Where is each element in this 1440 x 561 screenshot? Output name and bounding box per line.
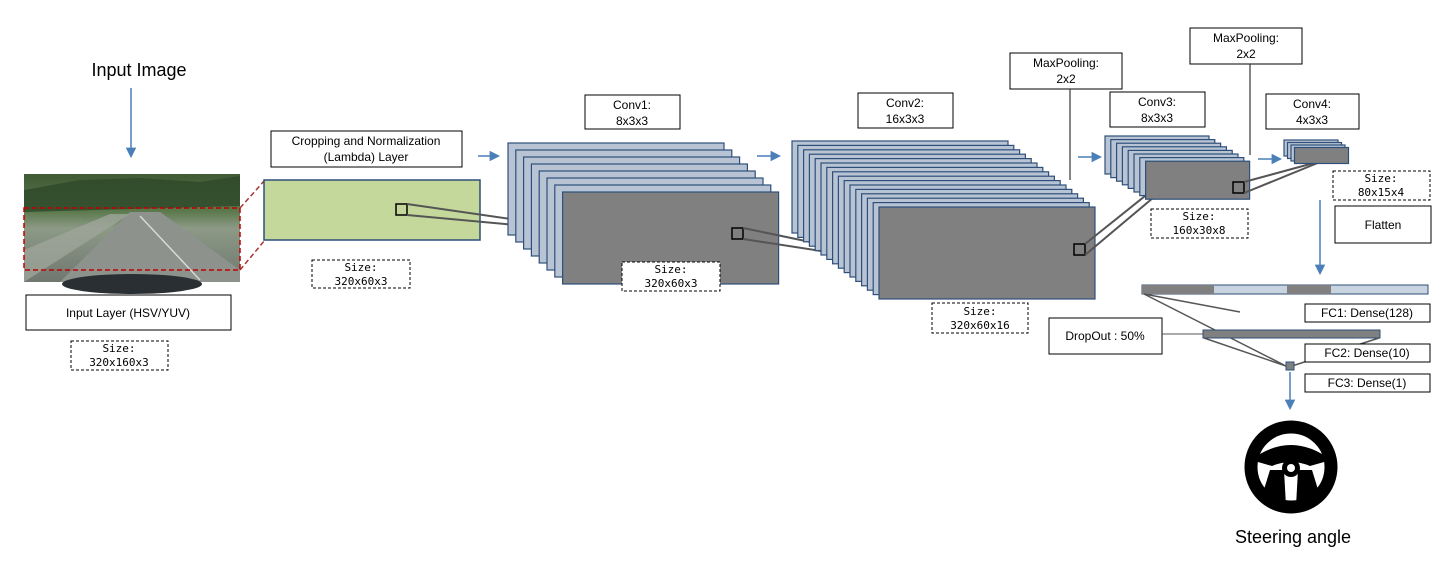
conv2-size-label: Size: [963,305,996,318]
conv2-size-box: Size: 320x60x16 [932,303,1028,333]
input-layer-label: Input Layer (HSV/YUV) [66,306,190,320]
conv4-label-line2: 4x3x3 [1296,113,1328,127]
conv3-label-line1: Conv3: [1138,95,1176,109]
conv3-size-box: Size: 160x30x8 [1151,209,1248,238]
conv2-label-box: Conv2: 16x3x3 [858,93,953,128]
conv1-size-value: 320x60x3 [645,277,698,290]
conv1-size-label: Size: [654,263,687,276]
conv2-kernel-proj-2 [1085,192,1160,255]
conv2-label-line1: Conv2: [886,96,924,110]
input-image-title: Input Image [91,60,186,80]
conv1-size-box: Size: 320x60x3 [622,262,720,291]
conv2-feature-stack [792,141,1095,299]
fc2-to-fc3-line-1 [1204,338,1286,366]
fc1-label: FC1: Dense(128) [1321,306,1413,320]
fc2-label: FC2: Dense(10) [1324,346,1409,360]
pool1-label-line1: MaxPooling: [1033,56,1099,70]
conv4-label-box: Conv4: 4x3x3 [1266,94,1359,129]
input-size-label: Size: [102,342,135,355]
pool2-label-line1: MaxPooling: [1213,31,1279,45]
conv1-label-line1: Conv1: [613,98,651,112]
input-size-box: Size: 320x160x3 [71,341,168,370]
conv3-label-line2: 8x3x3 [1141,111,1173,125]
crop-size-box: Size: 320x60x3 [312,260,410,288]
crop-label-line1: Cropping and Normalization [292,134,441,148]
fc3-label-box: FC3: Dense(1) [1305,374,1430,392]
conv2-size-value: 320x60x16 [950,319,1010,332]
crop-guide-bottom [240,240,265,270]
fc2-bar [1203,330,1380,338]
conv3-label-box: Conv3: 8x3x3 [1110,92,1205,127]
crop-label-box: Cropping and Normalization (Lambda) Laye… [271,131,462,167]
input-layer-box: Input Layer (HSV/YUV) [26,295,231,330]
fc1-bar [1142,285,1428,294]
flatten-label: Flatten [1365,218,1402,232]
pool1-label-box: MaxPooling: 2x2 [1010,53,1122,89]
crop-label-line2: (Lambda) Layer [324,150,409,164]
fc1-label-box: FC1: Dense(128) [1305,304,1430,322]
input-image-photo [24,174,240,294]
conv3-feature-stack [1105,136,1250,199]
conv4-label-line1: Conv4: [1293,97,1331,111]
conv2-map-16 [879,207,1095,299]
conv1-label-box: Conv1: 8x3x3 [585,95,680,129]
fc3-node [1286,362,1294,370]
pool2-label-line2: 2x2 [1236,47,1256,61]
fc2-label-box: FC2: Dense(10) [1305,344,1430,362]
crop-size-label: Size: [344,261,377,274]
pool2-label-box: MaxPooling: 2x2 [1190,28,1302,64]
conv4-map-4 [1295,148,1349,164]
steering-wheel-icon [1251,427,1331,507]
conv4-feature-stack [1284,140,1349,164]
conv4-size-label: Size: [1364,172,1397,185]
conv1-label-line2: 8x3x3 [616,114,648,128]
crop-size-value: 320x60x3 [335,275,388,288]
conv2-label-line2: 16x3x3 [886,112,925,126]
crop-guide-top [240,180,265,208]
conv3-size-label: Size: [1182,210,1215,223]
output-label: Steering angle [1235,527,1351,547]
pool1-label-line2: 2x2 [1056,72,1076,86]
conv4-size-box: Size: 80x15x4 [1333,171,1430,200]
conv3-size-value: 160x30x8 [1173,224,1226,237]
fc1-to-fc2-line-1 [1144,294,1240,312]
dropout-label: DropOut : 50% [1065,329,1145,343]
flatten-box: Flatten [1335,206,1431,243]
input-size-value: 320x160x3 [89,356,149,369]
conv4-size-value: 80x15x4 [1358,186,1405,199]
fc3-label: FC3: Dense(1) [1328,376,1407,390]
dropout-box: DropOut : 50% [1049,318,1162,354]
conv3-kernel-proj-2 [1244,160,1325,193]
